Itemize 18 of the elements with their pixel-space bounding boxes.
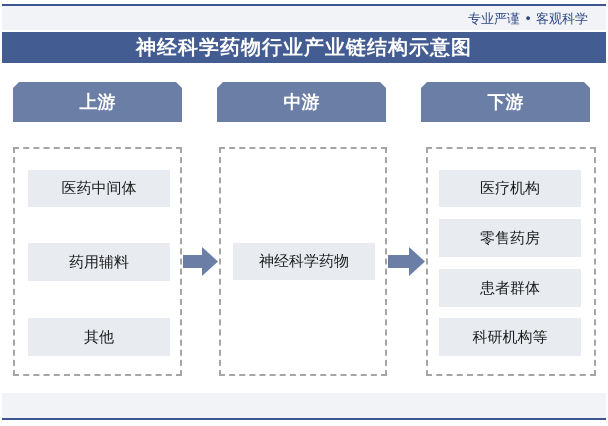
dashed-frame [219, 147, 387, 376]
category-box: 医药中间体 [28, 170, 170, 207]
category-box: 医疗机构 [439, 170, 581, 207]
category-box: 零售药房 [439, 219, 581, 257]
tagline: 专业严谨 • 客观科学 [468, 11, 588, 28]
category-box: 神经科学药物 [233, 243, 375, 280]
category-box: 患者群体 [439, 269, 581, 307]
arrow [388, 247, 425, 276]
arrow [183, 247, 218, 276]
dashed-frame [426, 147, 596, 376]
stage-header: 上游 [13, 82, 182, 122]
category-box: 药用辅料 [28, 243, 170, 281]
title-banner: 神经科学药物行业产业链结构示意图 [2, 32, 606, 63]
category-box: 其他 [28, 318, 170, 356]
stage-header: 中游 [217, 82, 386, 122]
dashed-frame [13, 147, 182, 376]
category-box: 科研机构等 [439, 318, 581, 356]
stage-header: 下游 [421, 82, 590, 122]
